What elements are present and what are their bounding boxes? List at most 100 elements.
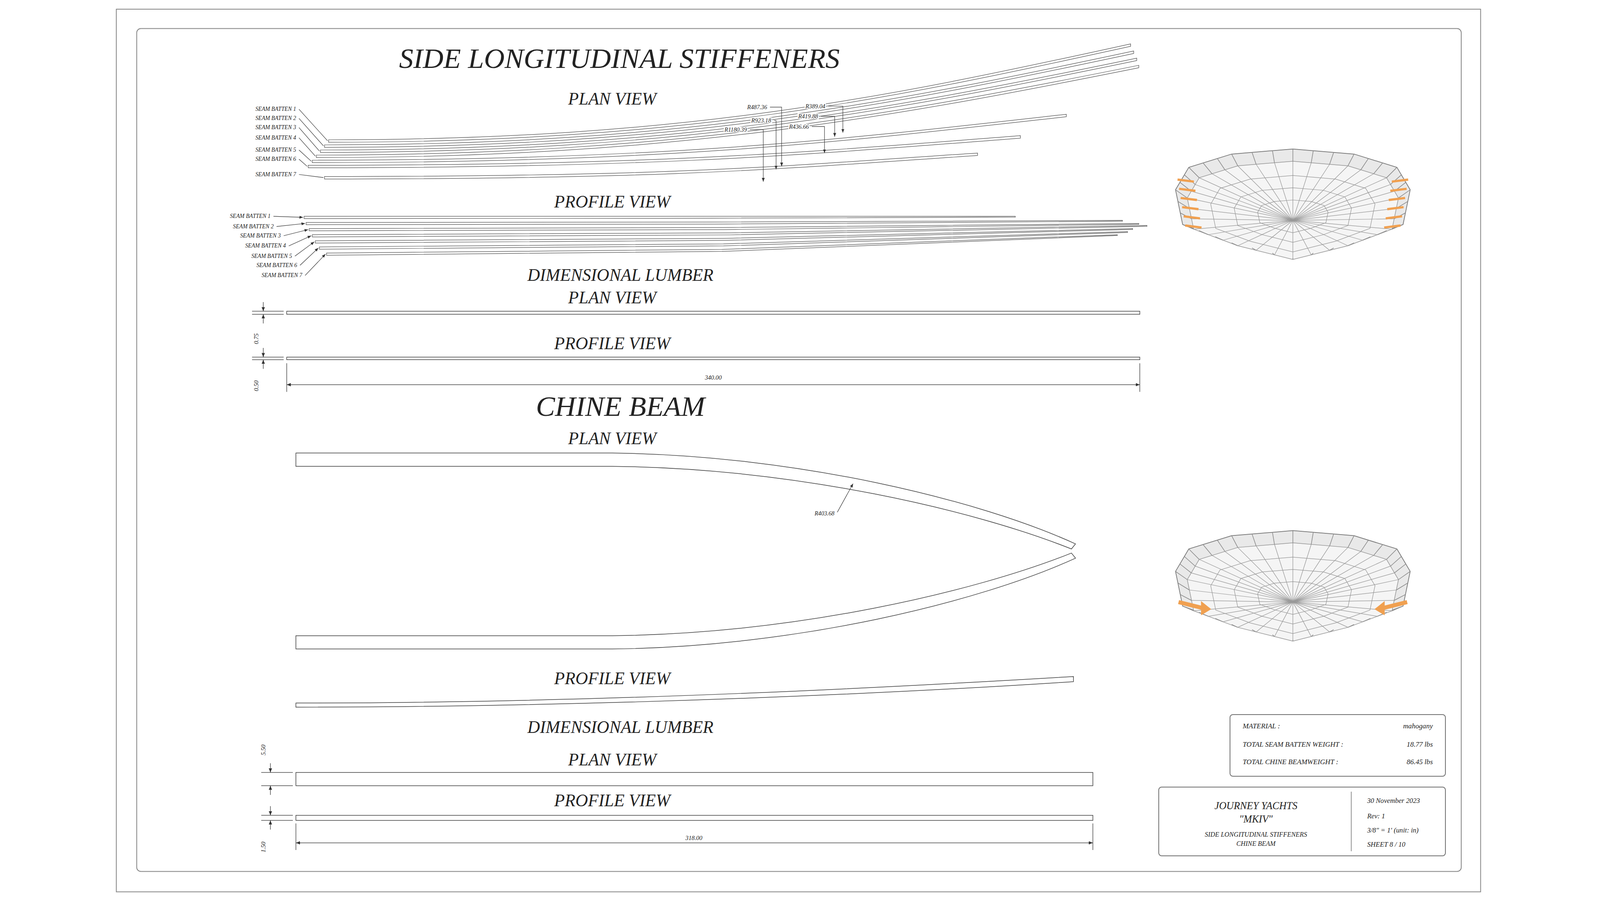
view-heading: PLAN VIEW (567, 751, 658, 770)
leader-line (770, 107, 782, 167)
block-text: TOTAL CHINE BEAMWEIGHT : (1242, 758, 1338, 766)
leader-line (283, 229, 309, 236)
radius-callout: R487.36 (746, 104, 768, 110)
sheet-title: SIDE LONGITUDINAL STIFFENERS (398, 43, 841, 73)
leader-line (300, 247, 319, 266)
leader-line (299, 159, 308, 167)
view-heading: PROFILE VIEW (553, 792, 672, 810)
dimension-line (270, 785, 271, 795)
view-heading: PLAN VIEW (567, 430, 658, 448)
dimension-value: 318.00 (684, 834, 703, 841)
chine-beam-outline (295, 452, 1076, 549)
dimension-line (295, 842, 1093, 843)
block-text: 30 November 2023 (1367, 797, 1420, 805)
dimension-value: 5.50 (260, 743, 267, 757)
extension-line (261, 772, 293, 773)
leader-line (305, 254, 326, 276)
chine-beam-outline (295, 552, 1076, 649)
radius-callout: R389.04 (804, 103, 827, 110)
material-table: MATERIAL :mahoganyTOTAL SEAM BATTEN WEIG… (1229, 714, 1446, 777)
seam-batten-plan (324, 152, 978, 179)
part-label: SEAM BATTEN 2 (254, 115, 298, 122)
block-text: mahogany (1402, 722, 1433, 730)
radius-callout: R1180.39 (723, 126, 748, 133)
part-label: SEAM BATTEN 7 (254, 171, 298, 178)
part-label: SEAM BATTEN 1 (254, 106, 298, 113)
lumber-bar (286, 357, 1140, 360)
leader-line (273, 216, 303, 218)
part-label: SEAM BATTEN 3 (254, 124, 298, 131)
dimension-value: 0.75 (252, 332, 260, 345)
dimensions (252, 302, 1140, 850)
extension-line (286, 363, 288, 393)
leader-line (837, 483, 854, 513)
chine-beam-outline (295, 676, 1074, 708)
dimension-line (262, 314, 264, 324)
part-label: SEAM BATTEN 4 (244, 242, 287, 249)
block-text: TOTAL SEAM BATTEN WEIGHT : (1242, 741, 1344, 749)
seam-batten-plan (308, 135, 1021, 168)
dimension-line (286, 384, 1140, 385)
extension-line (252, 310, 284, 312)
view-heading: PLAN VIEW (567, 90, 658, 108)
view-heading: DIMENSIONAL LUMBER (526, 718, 715, 737)
block-text: 18.77 lbs (1406, 741, 1433, 749)
part-label: SEAM BATTEN 6 (254, 156, 298, 163)
dimension-value: 1.50 (260, 840, 267, 854)
radius-callout: R436.66 (788, 123, 810, 130)
hull-illustrations (1175, 149, 1410, 642)
lumber-bar (295, 815, 1093, 821)
leader-line (299, 137, 316, 157)
dimension-line (270, 820, 271, 830)
hull-illustration (1175, 530, 1410, 641)
view-heading: PROFILE VIEW (553, 193, 672, 211)
part-label: SEAM BATTEN 3 (239, 232, 282, 239)
seam-batten-profile (304, 216, 1016, 219)
leaders (273, 106, 853, 513)
leader-line (276, 223, 306, 227)
dimension-value: 340.00 (704, 374, 723, 381)
extension-line (295, 823, 297, 850)
part-label: SEAM BATTEN 5 (254, 147, 298, 153)
leader-line (749, 129, 763, 182)
block-text: SIDE LONGITUDINAL STIFFENERS (1205, 831, 1308, 838)
leader-line (288, 235, 312, 246)
block-text: JOURNEY YACHTS (1214, 800, 1298, 811)
view-heading: PLAN VIEW (567, 289, 658, 307)
radius-callout: R403.68 (813, 510, 836, 517)
part-label: SEAM BATTEN 7 (260, 272, 304, 279)
leader-line (299, 127, 320, 151)
extension-line (252, 314, 284, 315)
extension-line (261, 815, 293, 816)
dimension-line (262, 302, 264, 312)
dimension-value: 0.50 (252, 379, 260, 393)
extension-line (252, 359, 284, 360)
block-text: SHEET 8 / 10 (1367, 841, 1406, 849)
dimension-line (262, 359, 264, 369)
block-text: Rev: 1 (1367, 812, 1385, 820)
seam-batten-plan (328, 43, 1131, 143)
dimension-line (270, 763, 271, 773)
part-label: SEAM BATTEN 1 (229, 213, 272, 220)
view-heading: DIMENSIONAL LUMBER (526, 266, 715, 285)
title-block: JOURNEY YACHTS"MKIV"SIDE LONGITUDINAL ST… (1158, 786, 1447, 857)
view-heading: PROFILE VIEW (553, 335, 672, 353)
leader-line (827, 106, 843, 133)
leader-line (811, 126, 825, 154)
leader-line (299, 109, 328, 141)
extension-line (261, 820, 293, 821)
seam-batten-profile (319, 231, 1128, 250)
seam-batten-profile (309, 223, 1139, 231)
seam-batten-plan (316, 65, 1139, 158)
view-heading: PROFILE VIEW (553, 670, 672, 688)
dimension-line (262, 347, 264, 358)
leader-line (299, 174, 324, 178)
parts (286, 43, 1147, 821)
seam-batten-profile (306, 220, 1123, 225)
lumber-bar (286, 311, 1140, 315)
part-label: SEAM BATTEN 6 (255, 262, 298, 269)
leader-line (299, 150, 312, 162)
seam-batten-profile (326, 234, 1118, 255)
section-title: CHINE BEAM (535, 391, 706, 421)
extension-line (252, 357, 284, 358)
